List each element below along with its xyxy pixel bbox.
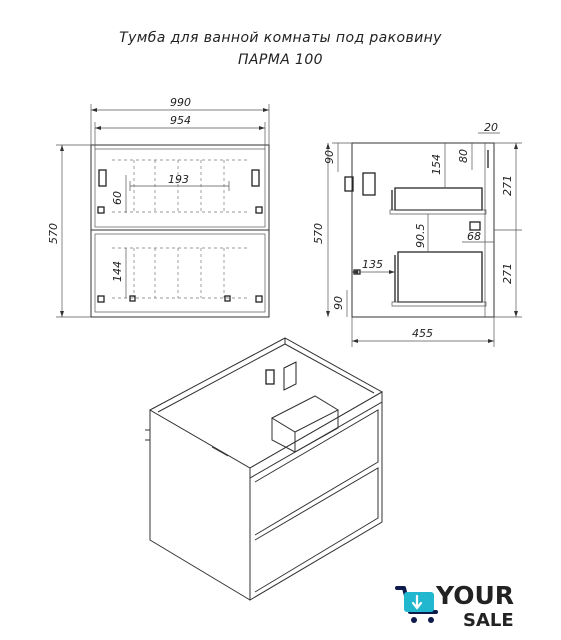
isometric-view bbox=[145, 337, 384, 601]
front-view: 193 60 144 990 954 570 bbox=[47, 96, 270, 318]
dim-271-lower-label: 271 bbox=[501, 263, 514, 284]
side-view: 20 90 154 80 90.5 68 135 90 570 bbox=[312, 121, 522, 347]
drawing-title-line1: Тумба для ванной комнаты под раковину bbox=[119, 30, 442, 46]
drawing-title-line2: ПАРМА 100 bbox=[238, 52, 323, 68]
front-lower-drawer bbox=[94, 233, 266, 313]
dim-455-label: 455 bbox=[412, 327, 433, 340]
hinge-right-top bbox=[251, 169, 260, 187]
dim-193-label: 193 bbox=[168, 173, 189, 186]
dim-144-label: 144 bbox=[111, 261, 124, 282]
yoursale-logo: YOUR SALE bbox=[395, 581, 514, 631]
dim-570-side-label: 570 bbox=[312, 223, 325, 244]
dim-154-label: 154 bbox=[430, 154, 443, 175]
front-view-body bbox=[90, 144, 270, 318]
dim-80-label: 80 bbox=[457, 149, 470, 163]
dim-60-label: 60 bbox=[111, 191, 124, 205]
dim-68-label: 68 bbox=[467, 230, 481, 243]
dim-90-bottom-label: 90 bbox=[332, 296, 345, 310]
dim-271-upper-label: 271 bbox=[501, 175, 514, 196]
dim-570-front-label: 570 bbox=[47, 223, 60, 244]
side-upper-drawer bbox=[394, 187, 483, 211]
front-upper-drawer bbox=[94, 148, 266, 228]
dim-90-5-label: 90.5 bbox=[414, 224, 427, 249]
dim-135-label: 135 bbox=[362, 258, 383, 271]
logo-word-sale: SALE bbox=[463, 610, 514, 631]
dim-990-label: 990 bbox=[170, 96, 191, 109]
logo-word-your: YOUR bbox=[435, 581, 514, 610]
dim-954-label: 954 bbox=[170, 114, 191, 127]
dim-20-label: 20 bbox=[484, 121, 498, 134]
hinge-left-top bbox=[98, 169, 107, 187]
side-lower-drawer bbox=[397, 251, 483, 303]
side-wall-bracket bbox=[344, 176, 354, 192]
dim-90-top-label: 90 bbox=[323, 150, 336, 164]
